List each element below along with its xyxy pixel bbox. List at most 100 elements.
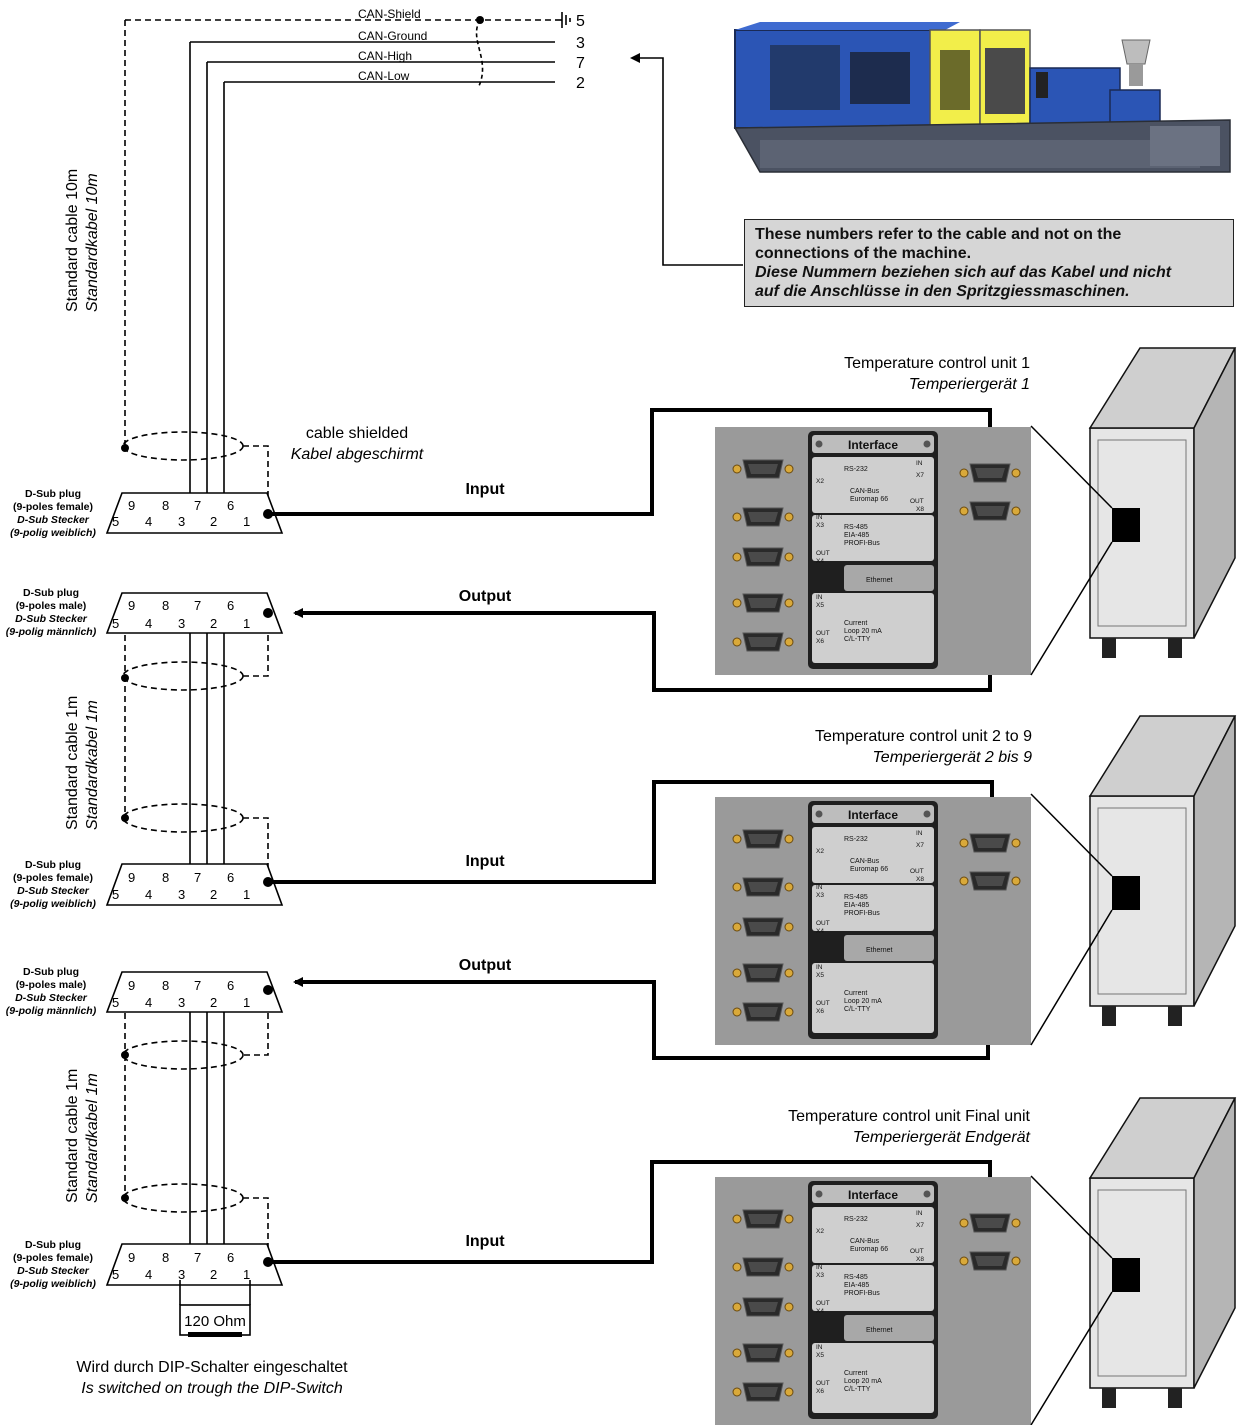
cabinet-door — [1097, 1189, 1187, 1377]
port-label-x3: X3 — [816, 1272, 824, 1279]
interface-title-bar — [812, 1185, 934, 1203]
cabinet-front — [1089, 1177, 1195, 1389]
current-loop-label-2: Loop 20 mA — [844, 628, 882, 635]
cabinet-interface-window — [1112, 1258, 1140, 1292]
can-bus-wiring — [124, 19, 555, 495]
input-line-1 — [270, 408, 995, 516]
port-label-x3: X3 — [816, 892, 824, 899]
plug5-pin-2: 2 — [210, 1267, 217, 1282]
dsub-plug-4-male — [105, 971, 284, 1013]
cable-10m-en: Standard cable 10m — [64, 169, 81, 312]
note-line-de-2: auf die Anschlüsse in den Spritzgiessmas… — [755, 283, 1130, 300]
rs485-label-3: PROFI-Bus — [844, 910, 880, 917]
plug4-label-2: (9-poles male) — [16, 979, 87, 991]
wheel-icon — [1168, 638, 1182, 658]
plug5-label-3: D-Sub Stecker — [17, 1265, 90, 1277]
input-label-1: Input — [465, 481, 505, 498]
plug4-pin-8: 8 — [162, 978, 169, 993]
port-label-x2: X2 — [816, 848, 824, 855]
leader-line — [1030, 541, 1113, 676]
plug5-label-2: (9-poles female) — [13, 1252, 93, 1264]
wheel-icon — [1102, 1006, 1116, 1026]
interface-title-bar — [812, 435, 934, 453]
plug5-label-4: (9-polig weiblich) — [10, 1278, 96, 1290]
rs485-label-1: RS-485 — [844, 524, 868, 531]
port-label-x6: X6 — [816, 1388, 824, 1395]
rs485-label-2: EIA-485 — [844, 902, 869, 909]
port-left-5 — [732, 1382, 794, 1402]
current-loop-label-3: C/L-TTY — [844, 636, 871, 643]
rs485-label-3: PROFI-Bus — [844, 540, 880, 547]
shield-loop — [475, 19, 484, 89]
plug3-pin-9: 9 — [128, 870, 135, 885]
plug4-pin-2: 2 — [210, 995, 217, 1010]
plug5-pin-1: 1 — [243, 1267, 250, 1282]
port-label-x2: X2 — [816, 478, 824, 485]
interface-title: Interface — [848, 808, 898, 822]
section-ethernet — [844, 565, 934, 591]
port-label-x7: X7 — [916, 842, 924, 849]
plug4-pin-3: 3 — [178, 995, 185, 1010]
plug5-pin-6: 6 — [227, 1250, 234, 1265]
port-left-4 — [732, 963, 794, 983]
temperature-control-cabinets — [1030, 347, 1237, 1425]
ethernet-label: Ethernet — [866, 947, 893, 954]
cabinet-interface-window — [1112, 508, 1140, 542]
can-high-label: CAN-High — [358, 49, 412, 63]
plug2-pin-4: 4 — [145, 616, 152, 631]
can-bus-label-1: CAN-Bus — [850, 858, 880, 865]
plug4-pin-4: 4 — [145, 995, 152, 1010]
port-left-5 — [732, 632, 794, 652]
note-line-en-1: These numbers refer to the cable and not… — [755, 226, 1122, 243]
plug5-pin-9: 9 — [128, 1250, 135, 1265]
leader-line — [1030, 1175, 1113, 1259]
plug2-pin-8: 8 — [162, 598, 169, 613]
port-label-x4: X4 — [816, 1308, 824, 1315]
current-loop-label-3: C/L-TTY — [844, 1006, 871, 1013]
cable-1m-a-de: Standardkabel 1m — [84, 700, 101, 830]
current-loop-label-2: Loop 20 mA — [844, 998, 882, 1005]
plug2-pin-2: 2 — [210, 616, 217, 631]
plug4-pin-9: 9 — [128, 978, 135, 993]
wire-number-high: 7 — [576, 55, 585, 72]
can-ground-wire — [189, 41, 555, 495]
port-x7 — [959, 833, 1021, 853]
can-high-wire — [206, 61, 555, 495]
port-left-5 — [732, 1002, 794, 1022]
section-current-loop — [812, 963, 934, 1033]
plug1-label-4: (9-polig weiblich) — [10, 527, 96, 539]
note-line-en-2: connections of the machine. — [755, 245, 972, 262]
port-label-x6: X6 — [816, 1008, 824, 1015]
port-left-2 — [732, 1257, 794, 1277]
shield-label-en: cable shielded — [306, 425, 408, 442]
plug2-pin-9: 9 — [128, 598, 135, 613]
leader-line — [1030, 909, 1113, 1046]
screw-icon — [815, 440, 823, 448]
cabinet-1 — [1030, 347, 1237, 676]
input-line-3 — [270, 1160, 995, 1264]
interface-title: Interface — [848, 438, 898, 452]
note-line-de-1: Diese Nummern beziehen sich auf das Kabe… — [755, 264, 1172, 281]
dsub-plug-2-male — [105, 592, 284, 634]
plug5-pin-8: 8 — [162, 1250, 169, 1265]
port-label-x4: X4 — [816, 928, 824, 935]
port-left-4 — [732, 593, 794, 613]
can-bus-label-2: Euromap 66 — [850, 1246, 888, 1253]
shield-label-de: Kabel abgeschirmt — [291, 446, 424, 463]
in-label: IN — [816, 514, 823, 521]
cabinet-3 — [1030, 1097, 1237, 1425]
shield-ellipses — [122, 431, 269, 1255]
plug3-pin-1: 1 — [243, 887, 250, 902]
unit-3-title-de: Temperiergerät Endgerät — [853, 1129, 1031, 1146]
plug4-label-1: D-Sub plug — [23, 966, 79, 978]
unit-2-title-de: Temperiergerät 2 bis 9 — [873, 749, 1033, 766]
screw-icon — [923, 810, 931, 818]
out-label: OUT — [910, 868, 924, 875]
ground-symbol — [555, 12, 571, 28]
cable-1m-b-de: Standardkabel 1m — [84, 1073, 101, 1203]
input-label-2: Input — [465, 853, 505, 870]
shield-dots — [121, 444, 129, 1202]
plug3-pin-5: 5 — [112, 887, 119, 902]
